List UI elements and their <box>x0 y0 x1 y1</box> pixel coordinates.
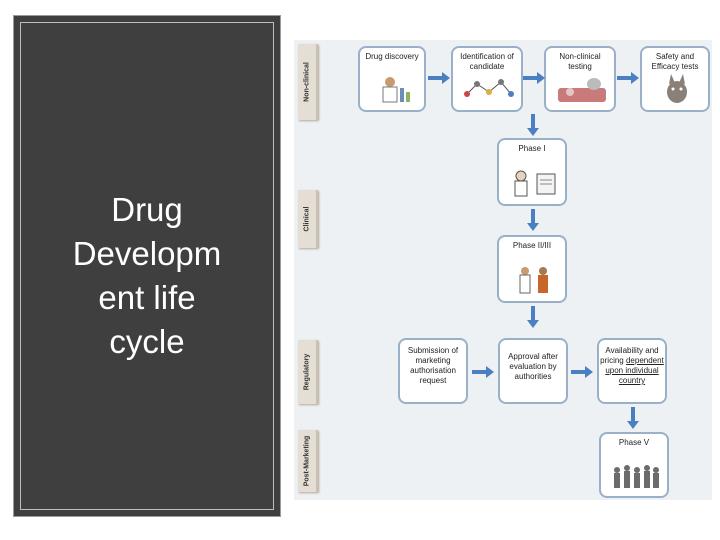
title-panel: Drug Developm ent life cycle <box>14 16 280 516</box>
arrow-right-icon <box>428 72 450 84</box>
arrow-right-icon <box>523 72 545 84</box>
arrow-down-icon <box>627 407 639 429</box>
scientist-icon <box>382 77 410 103</box>
title-line-1: Drug <box>111 191 183 228</box>
stage-label-post-marketing: Post-Marketing <box>303 435 311 487</box>
molecule-icon <box>464 79 514 97</box>
arrow-right-icon <box>571 366 593 378</box>
arrow-down-icon <box>527 114 539 136</box>
node-non-clinical-line1: Non-clinical <box>559 52 601 61</box>
doctor-patient-icon <box>514 170 556 197</box>
node-approval: Approval after evaluation by authorities <box>498 338 568 404</box>
slide-title: Drug Developm ent life cycle <box>14 188 280 364</box>
node-safety-line1: Safety and <box>655 52 695 61</box>
node-availability-line1: Availability and <box>605 346 659 355</box>
node-phase-5: Phase V <box>599 432 669 498</box>
stage-tab-post-marketing: Post-Marketing <box>298 430 318 492</box>
node-identification-line1: Identification of <box>460 52 514 61</box>
node-approval-line2: evaluation by <box>509 362 557 371</box>
clinical-trial-icon <box>519 267 548 294</box>
title-panel-frame <box>20 22 274 510</box>
node-availability-line2: pricing dependent <box>599 356 665 366</box>
node-submission-line1: Submission of <box>407 346 459 355</box>
node-drug-discovery-label: Drug discovery <box>365 52 419 61</box>
node-availability-line3: upon individual <box>605 366 659 375</box>
stage-label-clinical: Clinical <box>303 206 311 232</box>
node-approval-line3: authorities <box>514 372 552 381</box>
node-safety-line2: Efficacy tests <box>651 62 699 71</box>
stage-label-non-clinical: Non-clinical <box>303 62 311 102</box>
node-submission-line4: request <box>419 376 447 385</box>
arrow-right-icon <box>472 366 494 378</box>
node-identification: Identification of candidate <box>451 46 523 112</box>
arrow-right-icon <box>617 72 639 84</box>
stage-label-regulatory: Regulatory <box>303 353 311 391</box>
stage-tab-regulatory: Regulatory <box>298 340 318 404</box>
node-approval-line1: Approval after <box>508 352 558 361</box>
node-drug-discovery: Drug discovery <box>358 46 426 112</box>
arrow-down-icon <box>527 209 539 231</box>
crowd-icon <box>614 465 659 488</box>
node-phase-2-3-label: Phase II/III <box>512 241 552 250</box>
node-non-clinical-testing: Non-clinical testing <box>544 46 616 112</box>
arrow-down-icon <box>527 306 539 328</box>
node-availability-pricing: pricing <box>600 356 624 365</box>
node-phase-1-label: Phase I <box>518 144 546 153</box>
node-safety-efficacy: Safety and Efficacy tests <box>640 46 710 112</box>
title-line-3: ent life <box>98 279 196 316</box>
node-identification-line2: candidate <box>469 62 505 71</box>
title-line-2: Developm <box>72 235 222 272</box>
stage-tab-clinical: Clinical <box>298 190 318 248</box>
node-submission-line2: marketing <box>415 356 451 365</box>
node-non-clinical-line2: testing <box>568 62 592 71</box>
node-submission-line3: authorisation <box>410 366 456 375</box>
node-availability-dependent: dependent <box>625 356 664 365</box>
node-phase-1: Phase I <box>497 138 567 206</box>
node-submission: Submission of marketing authorisation re… <box>398 338 468 404</box>
node-phase-2-3: Phase II/III <box>497 235 567 303</box>
node-phase-5-label: Phase V <box>618 438 650 447</box>
stage-tab-non-clinical: Non-clinical <box>298 44 318 120</box>
node-availability: Availability and pricing dependent upon … <box>597 338 667 404</box>
title-line-4: cycle <box>109 323 185 360</box>
node-availability-line4: country <box>618 376 646 385</box>
animal-test-icon <box>667 74 687 103</box>
lab-testing-icon <box>558 78 606 102</box>
